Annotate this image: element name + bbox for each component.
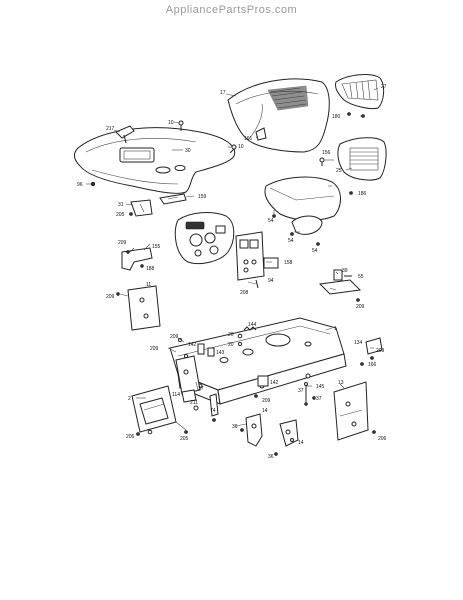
link-14a[interactable]	[245, 413, 263, 447]
lower-hood-panel[interactable]	[264, 176, 341, 235]
callout-156: 156	[322, 150, 331, 156]
callout-10: 10	[168, 120, 174, 126]
screws-54	[272, 214, 320, 246]
bracket-31[interactable]	[129, 199, 153, 217]
callout-134: 134	[354, 340, 363, 346]
callout-14: 14	[298, 440, 304, 446]
callout-37: 37	[298, 388, 304, 394]
callout-205: 205	[116, 212, 125, 218]
callout-39: 39	[342, 268, 348, 274]
callout-20: 20	[228, 342, 234, 348]
callout-209: 209	[356, 304, 365, 310]
front-axle-bracket[interactable]	[175, 355, 201, 395]
callout-209: 209	[376, 348, 385, 354]
bracket-134[interactable]	[360, 337, 383, 366]
callout-159: 159	[198, 194, 207, 200]
link-14b[interactable]	[279, 419, 299, 447]
callout-54: 54	[288, 238, 294, 244]
callout-208: 208	[240, 290, 249, 296]
callout-161: 161	[244, 136, 253, 142]
callout-2: 2	[128, 396, 131, 402]
callout-209: 209	[170, 334, 179, 340]
screw-156	[319, 157, 325, 166]
callout-180: 180	[332, 114, 341, 120]
callout-30: 30	[185, 148, 191, 154]
callout-54: 54	[268, 218, 274, 224]
hood[interactable]	[227, 78, 330, 153]
dash-panel[interactable]	[73, 127, 236, 194]
hood-bumper-161	[255, 127, 267, 141]
callout-142: 142	[188, 342, 197, 348]
grille-insert[interactable]	[335, 74, 385, 109]
callout-155: 155	[152, 244, 161, 250]
part-159[interactable]	[159, 193, 187, 205]
callout-188: 188	[146, 266, 155, 272]
bracket-142b	[254, 375, 269, 398]
instrument-console[interactable]	[174, 212, 235, 265]
callout-209: 209	[262, 398, 271, 404]
callout-55: 55	[358, 274, 364, 280]
callout-217: 217	[106, 126, 115, 132]
callout-26: 26	[228, 332, 234, 338]
callout-25: 25	[336, 168, 342, 174]
callout-166: 166	[368, 362, 377, 368]
callout-27: 27	[381, 84, 387, 90]
callout-36: 36	[232, 424, 238, 430]
mounting-plate-11[interactable]	[116, 285, 161, 331]
screw-186	[349, 191, 353, 195]
callout-186: 186	[358, 191, 367, 197]
rear-plate[interactable]	[333, 381, 376, 441]
control-bracket[interactable]	[235, 231, 279, 289]
part-114-211	[181, 389, 199, 411]
callout-31: 31	[118, 202, 124, 208]
callout-211: 211	[190, 400, 198, 406]
callout-158: 158	[284, 260, 293, 266]
pin-36	[240, 428, 278, 456]
callout-206: 206	[378, 436, 387, 442]
leader-lines	[86, 87, 379, 427]
callout-14: 14	[262, 408, 268, 414]
callout-209: 209	[150, 346, 159, 352]
callout-labels: 217 10 30 10 96 31 205 159 17 161 27 180…	[77, 84, 387, 460]
callout-10: 10	[238, 144, 244, 150]
callout-54: 54	[312, 248, 318, 254]
bolt-96	[90, 181, 96, 187]
callout-74: 74	[210, 408, 216, 414]
callout-17: 17	[220, 90, 226, 96]
callout-143: 143	[216, 350, 225, 356]
callout-205: 205	[180, 436, 189, 442]
callout-206: 206	[126, 434, 135, 440]
callout-94: 94	[268, 278, 274, 284]
callout-13: 13	[338, 380, 344, 386]
callout-37: 37	[316, 396, 322, 402]
lever-74[interactable]	[209, 393, 219, 422]
spring-144	[237, 326, 257, 347]
screws-180	[347, 112, 365, 118]
watermark-text: AppliancePartsPros.com	[165, 4, 298, 16]
callout-1: 1	[334, 326, 337, 332]
pin-145	[304, 382, 316, 406]
steering-wheel-cap[interactable]	[115, 125, 135, 144]
grille-housing[interactable]	[337, 137, 387, 181]
callout-144: 144	[248, 322, 257, 328]
callout-36: 36	[268, 454, 274, 460]
callout-142: 142	[270, 380, 279, 386]
callout-209: 209	[118, 240, 127, 246]
pivot-bracket[interactable]	[318, 269, 362, 302]
callout-114: 114	[172, 392, 180, 398]
callout-96: 96	[77, 182, 83, 188]
callout-11: 11	[146, 282, 151, 288]
callout-209: 209	[106, 294, 115, 300]
callout-145: 145	[316, 384, 325, 390]
bracket-155[interactable]	[121, 247, 153, 271]
callout-37: 37	[198, 386, 204, 392]
front-plate[interactable]	[131, 385, 188, 436]
